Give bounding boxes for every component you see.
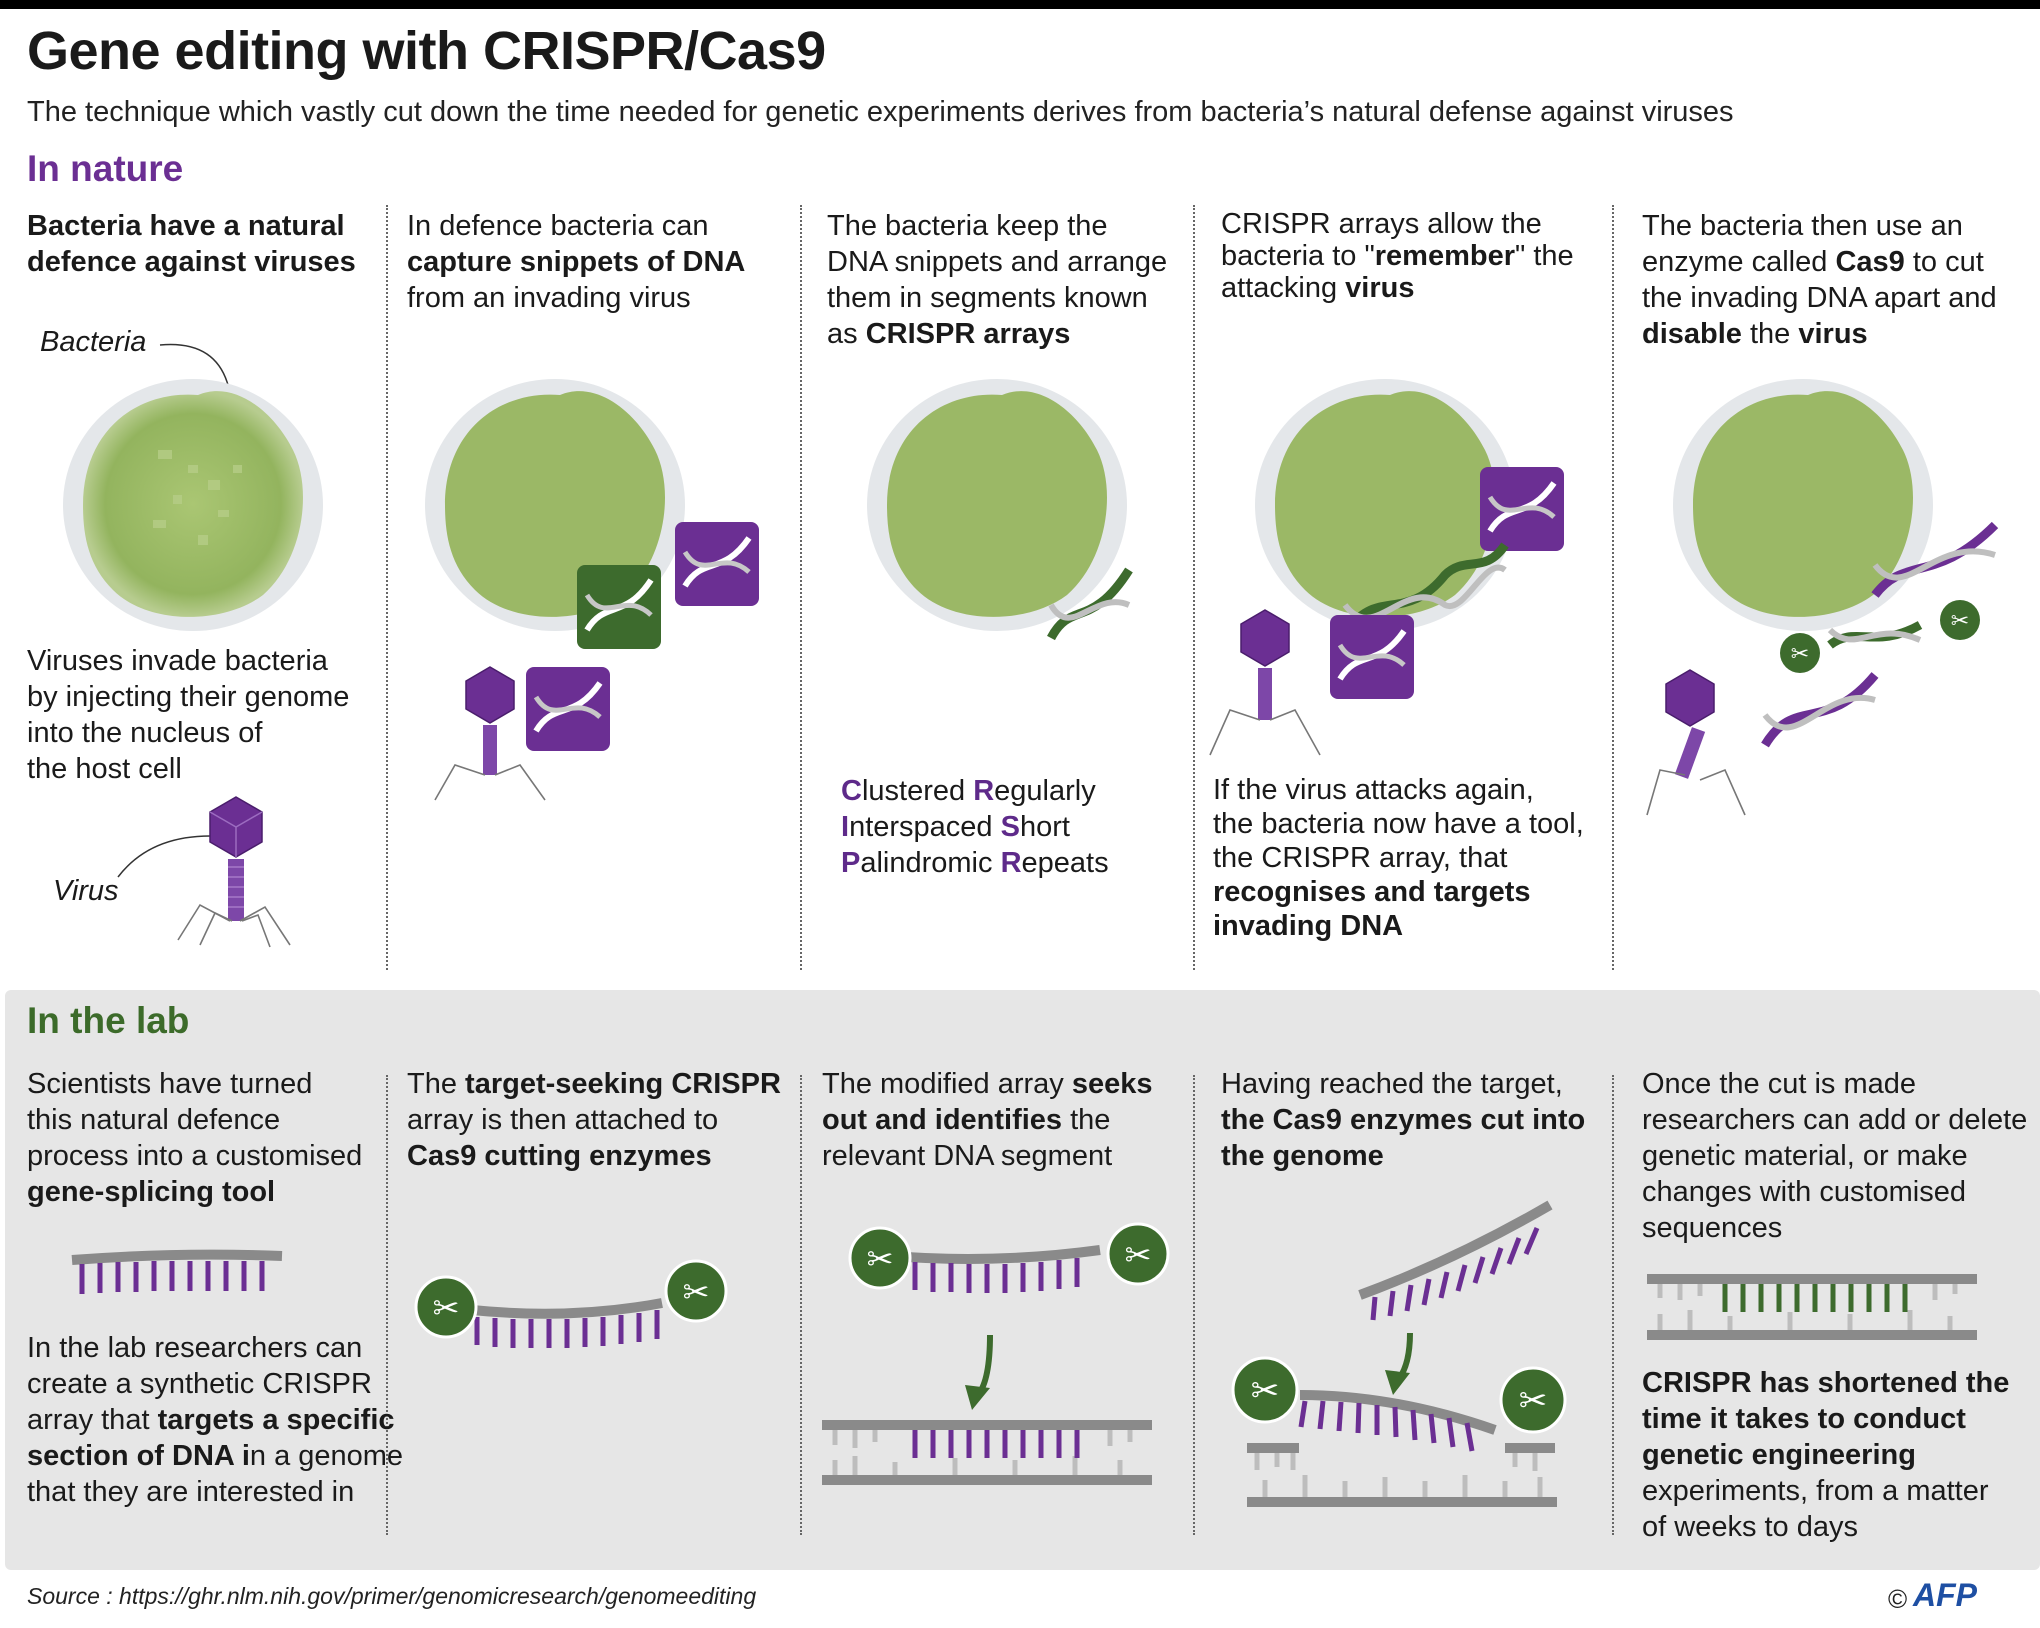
bacteria-illustration (1673, 379, 1933, 631)
edited-dna-icon (1647, 1274, 1977, 1340)
bacteria-illustration (1255, 379, 1515, 631)
dna-snippet-icons (577, 522, 759, 649)
source-credit: Source : https://ghr.nlm.nih.gov/primer/… (27, 1583, 757, 1609)
virus-attacks-again-text: If the virus attacks again, the bacteria… (1213, 774, 1584, 942)
crispr-seeks-target-illustration: ✂ ✂ (822, 1222, 1170, 1485)
lab-step-2-text: The target-seeking CRISPR array is then … (407, 1068, 781, 1172)
svg-text:✂: ✂ (683, 1273, 710, 1311)
separator (386, 205, 388, 970)
svg-text:✂: ✂ (867, 1240, 894, 1278)
separator (1193, 205, 1195, 970)
svg-text:✂: ✂ (433, 1289, 460, 1327)
lab-step-4-text: Having reached the target, the Cas9 enzy… (1221, 1068, 1586, 1172)
svg-text:✂: ✂ (1519, 1381, 1548, 1421)
copyright-symbol: © (1888, 1584, 1908, 1614)
virus-icon (177, 796, 291, 948)
separator (1612, 205, 1614, 970)
lab-step-1-text: Scientists have turned this natural defe… (27, 1068, 363, 1208)
nature-step-5-text: The bacteria then use an enzyme called C… (1642, 210, 1997, 350)
nature-step-3-text: The bacteria keep the DNA snippets and a… (827, 210, 1168, 350)
crispr-strand-icon (71, 1249, 283, 1294)
crispr-conclusion-text: CRISPR has shortened the time it takes t… (1642, 1367, 2010, 1543)
virus-attack-again-illustration (1209, 467, 1564, 756)
virus-label: Virus (53, 875, 119, 907)
separator (800, 205, 802, 970)
svg-text:✂: ✂ (1125, 1236, 1152, 1274)
page-title: Gene editing with CRISPR/Cas9 (27, 21, 826, 81)
svg-text:✂: ✂ (1951, 609, 1969, 634)
lab-step-1-detail-text: In the lab researchers can create a synt… (27, 1332, 404, 1508)
separator (386, 1075, 388, 1535)
bacteria-illustration (867, 379, 1127, 631)
virus-icon (434, 666, 610, 801)
cas9-cut-genome-illustration: ✂ ✂ (1231, 1200, 1567, 1507)
page-subtitle: The technique which vastly cut down the … (27, 96, 1734, 128)
bacteria-label: Bacteria (40, 326, 147, 358)
nature-step-4-text: CRISPR arrays allow the bacteria to "rem… (1221, 208, 1574, 304)
bacteria-illustration (63, 379, 323, 631)
crispr-acronym: Clustered Regularly Interspaced Short Pa… (841, 775, 1109, 879)
virus-invades-text: Viruses invade bacteria by injecting the… (27, 645, 350, 785)
crispr-array-dna-icon (1047, 567, 1133, 641)
separator (1612, 1075, 1614, 1535)
cas9-cut-illustration: ✂ ✂ (1646, 521, 1999, 816)
section-heading-nature: In nature (27, 148, 184, 189)
top-bar (0, 0, 2040, 9)
lab-step-3-text: The modified array seeks out and identif… (822, 1068, 1153, 1172)
separator (1193, 1075, 1195, 1535)
section-heading-lab: In the lab (27, 1000, 190, 1041)
separator (800, 1075, 802, 1535)
afp-logo: AFP (1913, 1577, 1977, 1613)
svg-text:✂: ✂ (1791, 642, 1809, 667)
lab-step-5-text: Once the cut is made researchers can add… (1642, 1068, 2028, 1244)
svg-text:✂: ✂ (1251, 1371, 1280, 1411)
nature-step-2-text: In defence bacteria can capture snippets… (407, 210, 746, 314)
crispr-with-cas9-icon: ✂ ✂ (414, 1259, 728, 1348)
